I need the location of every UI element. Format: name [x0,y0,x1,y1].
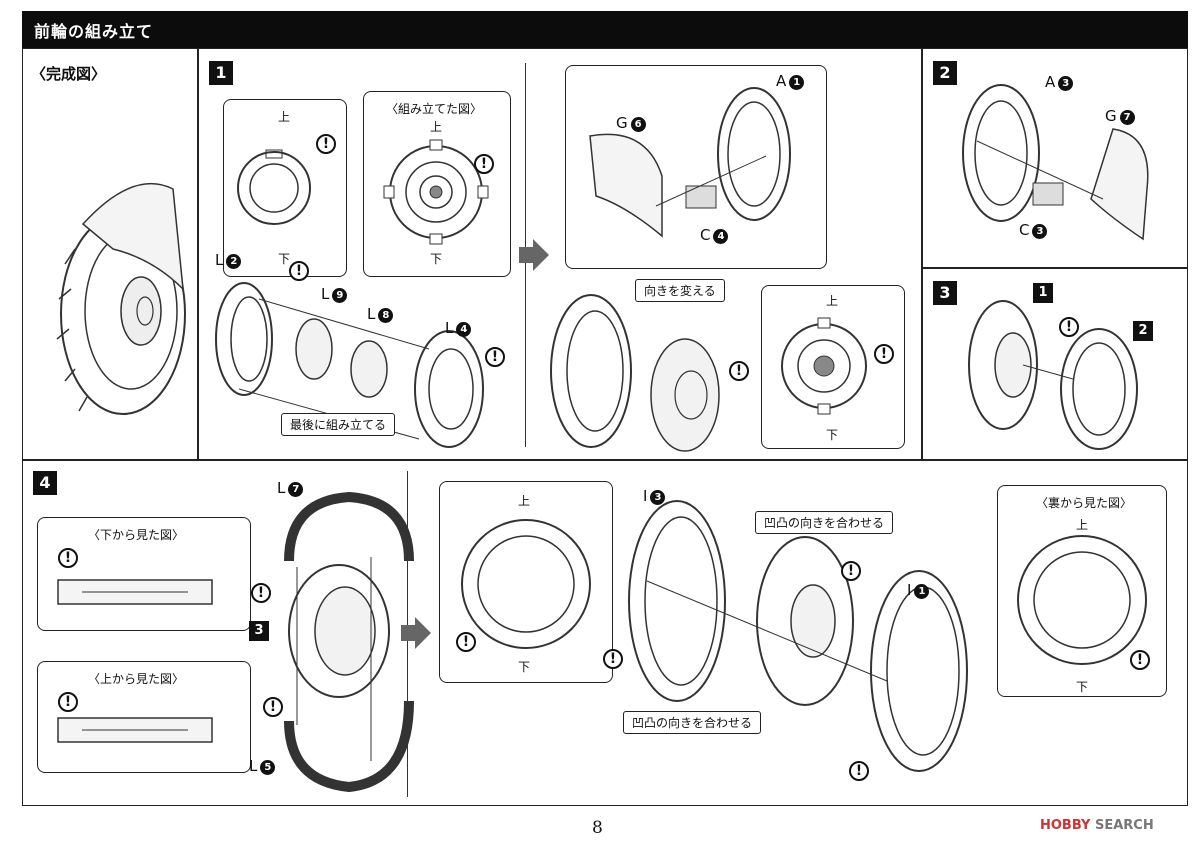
warning-icon: ! [456,632,476,652]
view-from-back-label: 〈裏から見た図〉 [1036,496,1133,510]
sub-step-number: 3 [249,621,269,641]
warning-icon: ! [849,761,869,781]
warning-icon: ! [485,347,505,367]
label-top: 上 [518,494,531,508]
gear-hub-drawing [781,317,867,415]
rim-back-drawing [1017,535,1147,665]
label-bottom: 下 [1076,680,1089,694]
step-number: 4 [33,471,57,495]
warning-icon: ! [316,134,336,154]
label-top: 上 [278,110,291,124]
hub-brake-assembly-drawing [968,300,1138,450]
sub-step-number: 1 [1033,283,1053,303]
ring-part-drawing [237,149,311,225]
warning-icon: ! [263,697,283,717]
bracket-top-drawing [57,717,213,743]
panel-complete-view: 〈完成図〉 [22,48,198,460]
sub-step-number: 2 [1133,321,1153,341]
label-bottom: 下 [826,428,839,442]
complete-wheel-drawing [56,182,186,415]
assembled-title: 〈組み立てた図〉 [386,102,483,116]
step-number: 1 [209,61,233,85]
flow-arrow-icon [401,617,431,649]
label-top: 上 [430,120,443,134]
view-from-below-label: 〈下から見た図〉 [88,528,185,542]
label-bottom: 下 [430,252,443,266]
panel-step-1: 1 上 下 ! 〈組み立てた図〉 上 下 ! [198,48,922,460]
warning-icon: ! [1059,317,1079,337]
label-top: 上 [1076,518,1089,532]
warning-icon: ! [603,649,623,669]
callout-view-from-back: 〈裏から見た図〉 上 下 ! [997,485,1167,697]
warning-icon: ! [874,344,894,364]
warning-icon: ! [729,361,749,381]
warning-icon: ! [58,548,78,568]
label-bottom: 下 [518,660,531,674]
step-number: 3 [933,281,957,305]
page-number: 8 [592,818,603,838]
warning-icon: ! [251,583,271,603]
callout-assembled-view: 〈組み立てた図〉 上 下 ! [363,91,511,277]
gear-hub-drawing [383,139,489,245]
flow-arrow-icon [519,239,549,271]
callout-view-from-above: 〈上から見た図〉 ! [37,661,251,773]
brake-parts-drawing [962,84,1149,241]
callout-ring-orientation: 上 下 ! [223,99,347,277]
warning-icon: ! [58,692,78,712]
complete-view-label: 〈完成図〉 [31,65,107,83]
callout-rim-orientation: 上 下 ! [439,481,613,683]
fender-assembly-drawing [284,491,414,793]
section-header: 前輪の組み立て [22,11,1188,48]
brake-hub-drawing [550,294,720,452]
callout-view-from-below: 〈下から見た図〉 ! [37,517,251,631]
warning-icon: ! [1130,650,1150,670]
note-assemble-last: 最後に組み立てる [281,413,396,436]
warning-icon: ! [841,561,861,581]
note-align-notch: 凹凸の向きを合わせる [755,511,894,534]
rim-ring-drawing [461,519,591,649]
warning-icon: ! [289,261,309,281]
label-top: 上 [826,294,839,308]
note-align-notch: 凹凸の向きを合わせる [623,711,762,734]
step-number: 2 [933,61,957,85]
note-change-direction: 向きを変える [635,279,725,302]
wheel-exploded-drawing [628,500,968,772]
view-from-above-label: 〈上から見た図〉 [88,672,185,686]
section-title: 前輪の組み立て [34,22,154,41]
bracket-bottom-drawing [57,579,213,605]
exploded-hub-drawing [215,282,484,448]
label-bottom: 下 [278,252,291,266]
panel-step-3: 3 1 2 ! [922,268,1188,460]
watermark: HOBBY SEARCH [1040,818,1154,833]
warning-icon: ! [474,154,494,174]
callout-hub-orientation: 上 下 ! [761,285,905,449]
brake-parts-drawing [589,87,791,238]
